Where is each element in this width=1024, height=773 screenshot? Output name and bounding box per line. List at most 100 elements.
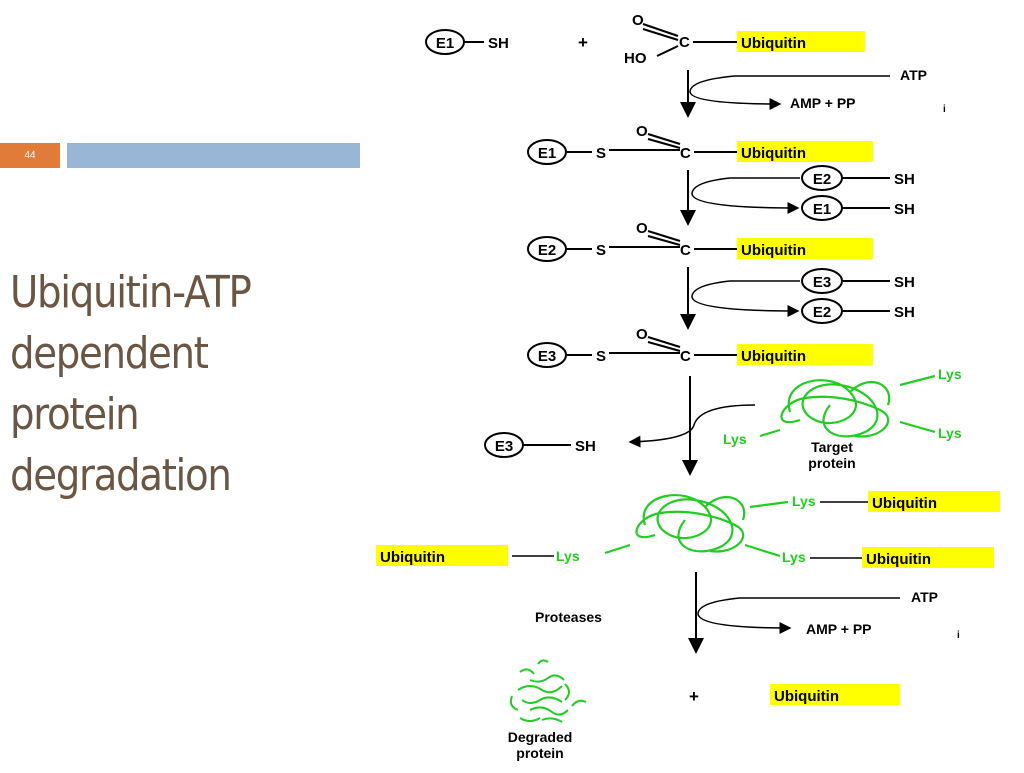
target-protein-label: Target xyxy=(811,439,853,455)
lys-bond xyxy=(899,420,936,434)
lys-label: Lys xyxy=(792,493,816,509)
protein-fragment xyxy=(519,668,535,675)
step-5-arrow: Proteases ATP AMP + PP i xyxy=(535,572,960,654)
ubiquitin-label: Ubiquitin xyxy=(380,549,445,566)
title-line: Ubiquitin-ATP xyxy=(10,267,252,318)
ubiquitin-pathway-diagram: E1 SH + O C HO Ubiquitin ATP AMP + PP i … xyxy=(360,0,1024,768)
ubiquitin-label: Ubiquitin xyxy=(741,145,806,162)
protein-fragment xyxy=(521,696,563,704)
ubiquitinated-protein xyxy=(604,494,789,558)
enzyme-label: E2 xyxy=(813,304,831,321)
target-protein xyxy=(759,374,936,438)
ubiquitin-highlight xyxy=(862,547,994,568)
header-bar xyxy=(67,143,360,168)
lys-label: Lys xyxy=(938,366,962,382)
protein-coil xyxy=(642,494,734,553)
step-3-arrow: E3 SH E2 SH xyxy=(680,267,915,330)
title-line: degradation xyxy=(10,450,232,501)
oxygen-label: O xyxy=(636,220,648,237)
oxygen-label: O xyxy=(632,12,644,29)
slide-number: 44 xyxy=(0,143,60,168)
enzyme-label: E2 xyxy=(538,242,556,259)
protein-coil xyxy=(787,379,879,438)
sh-label: SH xyxy=(894,274,915,291)
ubiquitin-highlight xyxy=(737,141,873,162)
protein-fragment xyxy=(571,699,587,707)
ppi-subscript: i xyxy=(943,104,946,115)
proteases-label: Proteases xyxy=(535,609,602,625)
ubiquitin-highlight xyxy=(737,344,873,365)
protein-fragment xyxy=(537,659,549,665)
enzyme-label: E3 xyxy=(538,348,556,365)
ubiquitin-highlight xyxy=(737,31,865,52)
protein-coil xyxy=(635,510,745,553)
lys-bond xyxy=(899,374,936,387)
carbon-label: C xyxy=(679,34,690,51)
enzyme-label: E3 xyxy=(495,438,513,455)
enzyme-label: E1 xyxy=(436,35,454,52)
ubiquitin-label: Ubiquitin xyxy=(741,35,806,52)
protein-fragment xyxy=(564,683,570,701)
sulfur-label: S xyxy=(596,242,606,259)
sh-label: SH xyxy=(575,438,596,455)
enzyme-label: E3 xyxy=(813,274,831,291)
sulfur-label: S xyxy=(596,348,606,365)
atp-label: ATP xyxy=(911,589,938,605)
ppi-subscript: i xyxy=(957,630,960,641)
ho-label: HO xyxy=(624,50,647,67)
lys-label: Lys xyxy=(782,549,806,565)
ubiquitin-label: Ubiquitin xyxy=(741,242,806,259)
degraded-protein-label: Degraded xyxy=(508,729,573,745)
lys-bond xyxy=(604,543,631,555)
lys-label: Lys xyxy=(938,425,962,441)
step-3-thioester: E2 S O C Ubiquitin xyxy=(527,220,873,262)
atp-label: ATP xyxy=(900,67,927,83)
lys-bond xyxy=(744,543,781,558)
oxygen-label: O xyxy=(636,123,648,140)
diagram-canvas: E1 SH + O C HO Ubiquitin ATP AMP + PP i … xyxy=(376,12,1000,761)
ubiquitin-highlight xyxy=(770,684,900,705)
carbon-label: C xyxy=(680,145,691,162)
protein-coil xyxy=(704,495,746,521)
enzyme-label: E2 xyxy=(813,171,831,188)
carbon-label: C xyxy=(680,242,691,259)
step-2-arrow: E2 SH E1 SH xyxy=(680,165,915,226)
carbon-label: C xyxy=(680,348,691,365)
ubiquitin-label: Ubiquitin xyxy=(774,688,839,705)
ubiquitin-label: Ubiquitin xyxy=(741,348,806,365)
ubiquitin-highlight xyxy=(376,545,508,566)
ubiquitin-highlight xyxy=(737,238,873,259)
step-4-thioester: E3 S O C Ubiquitin xyxy=(527,326,873,368)
degraded-protein xyxy=(509,659,587,723)
protein-fragment xyxy=(529,674,565,683)
ubiquitin-highlight xyxy=(868,491,1000,512)
step-2-thioester: E1 S O C Ubiquitin xyxy=(527,123,873,165)
lys-label: Lys xyxy=(723,431,747,447)
sh-label: SH xyxy=(894,304,915,321)
lys-label: Lys xyxy=(556,548,580,564)
step-1-reactants: E1 SH + O C HO Ubiquitin xyxy=(425,12,865,67)
target-protein-label: protein xyxy=(808,455,855,471)
step-4-arrow: E3 SH xyxy=(484,376,756,476)
protein-coil xyxy=(849,380,891,406)
title-line: protein xyxy=(10,389,140,440)
lys-bond xyxy=(749,500,789,509)
plus-sign: + xyxy=(578,33,588,52)
enzyme-label: E1 xyxy=(538,145,556,162)
title-line: dependent xyxy=(10,328,209,379)
degraded-protein-label: protein xyxy=(516,745,563,761)
protein-fragment xyxy=(541,717,563,723)
enzyme-label: E1 xyxy=(813,201,831,218)
plus-sign: + xyxy=(689,687,699,706)
sh-label: SH xyxy=(894,171,915,188)
sh-label: SH xyxy=(894,201,915,218)
protein-fragment xyxy=(529,706,569,716)
amp-ppi-label: AMP + PP xyxy=(790,95,856,111)
ubiquitin-label: Ubiquitin xyxy=(866,551,931,568)
protein-coil xyxy=(780,395,890,438)
protein-fragment xyxy=(517,685,563,694)
protein-fragment xyxy=(519,717,541,722)
sulfur-label: S xyxy=(596,145,606,162)
ubiquitin-label: Ubiquitin xyxy=(872,495,937,512)
amp-ppi-label: AMP + PP xyxy=(806,621,872,637)
